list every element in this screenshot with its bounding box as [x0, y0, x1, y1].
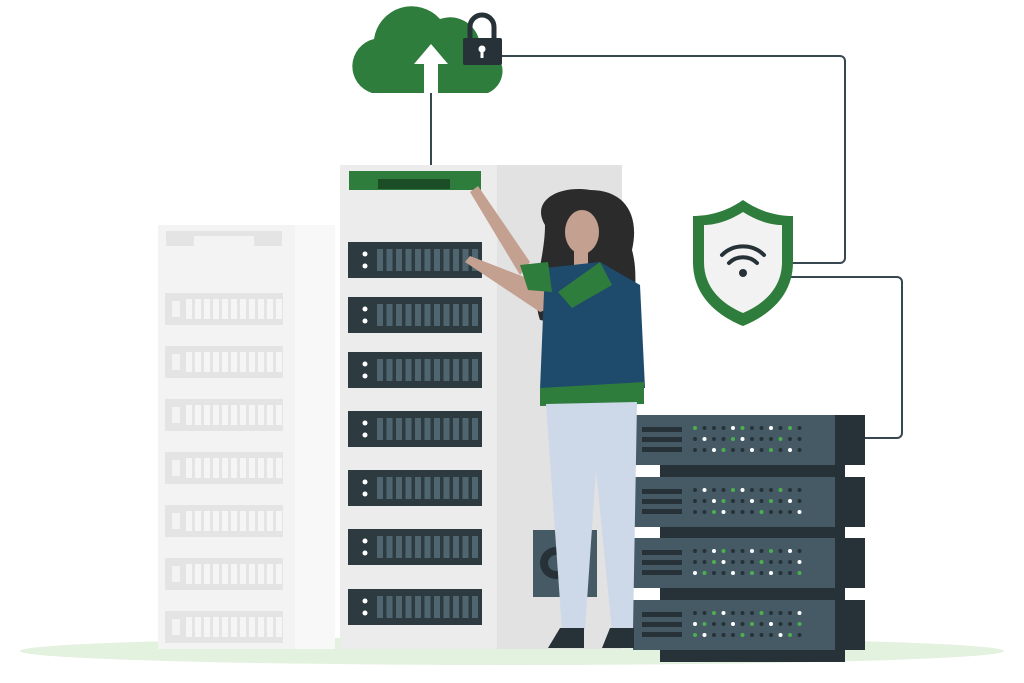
faded-server-unit	[165, 611, 283, 643]
faded-server-unit	[165, 399, 283, 431]
server-unit	[348, 470, 482, 506]
rack-server	[633, 538, 865, 600]
shield-wifi-icon	[693, 200, 793, 326]
cloud-upload-icon	[352, 6, 503, 93]
reaching-arm	[465, 256, 560, 312]
faded-server-rack	[158, 225, 335, 649]
server-unit	[348, 411, 482, 447]
server-unit	[348, 242, 482, 278]
rack-server	[633, 600, 865, 662]
rack-server	[633, 415, 865, 477]
server-unit	[348, 297, 482, 333]
faded-server-unit	[165, 505, 283, 537]
faded-server-unit	[165, 293, 283, 325]
server-unit	[348, 529, 482, 565]
faded-server-unit	[165, 346, 283, 378]
left-shoe	[548, 628, 584, 648]
server-unit	[348, 589, 482, 625]
rack-server	[633, 477, 865, 539]
face	[565, 210, 599, 254]
technician-person	[465, 186, 645, 648]
faded-server-unit	[165, 558, 283, 590]
server-stack	[633, 415, 865, 662]
right-shoe	[602, 628, 634, 648]
pants	[546, 402, 637, 630]
raised-arm	[470, 186, 530, 275]
belt	[540, 382, 644, 406]
server-unit	[348, 352, 482, 388]
faded-server-unit	[165, 452, 283, 484]
lock-icon	[463, 12, 502, 65]
